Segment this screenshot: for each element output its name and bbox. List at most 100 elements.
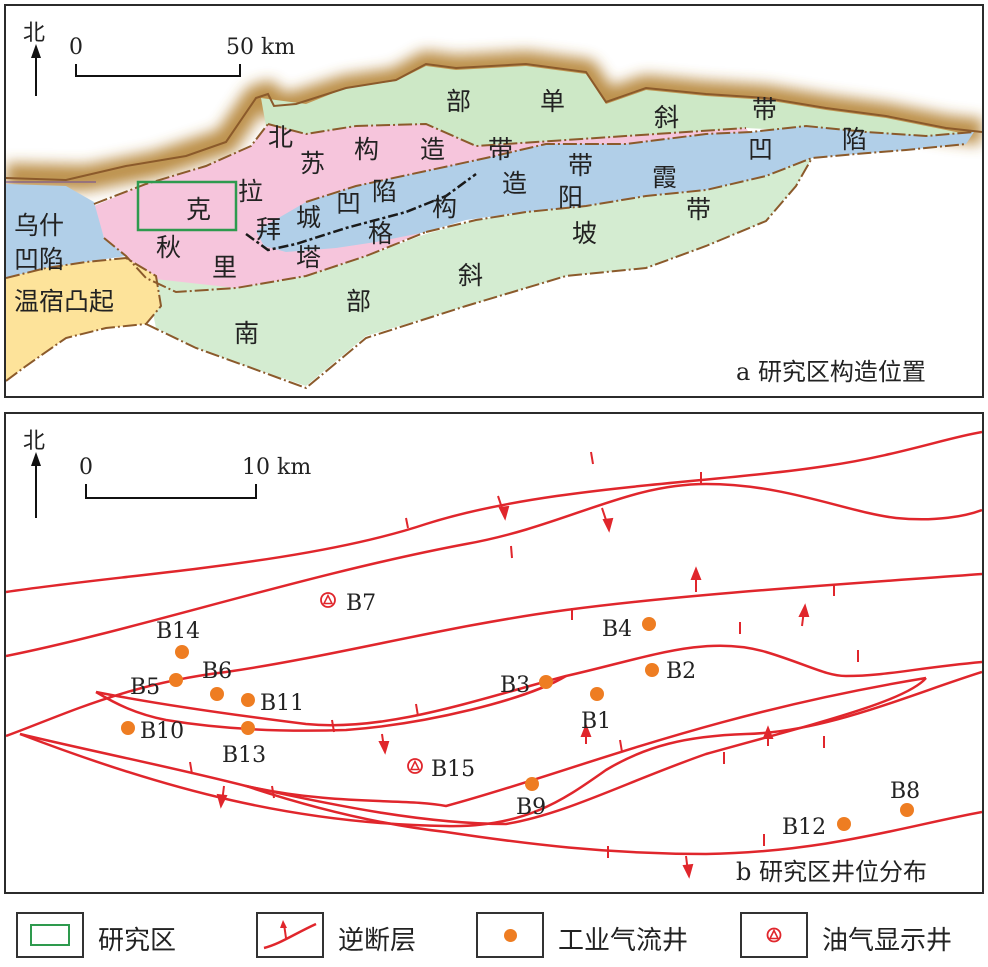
fault-5 [95,674,567,732]
boundary-lines [6,122,975,390]
fault-dip-arrows [216,495,810,879]
wushi-depression-region [6,184,126,278]
char-xian: 陷 [372,177,397,206]
gas-well-marker [590,687,604,701]
north-arrow-b: 北 [23,429,45,518]
well-label: B11 [260,691,304,716]
basin-outside-region [6,324,306,396]
char-bai: 拜 [256,215,281,244]
char-north-dai: 带 [752,95,777,124]
char-north-bu: 部 [446,87,471,116]
scale-start-label-b: 0 [79,455,93,480]
basin-margin-line [6,62,982,182]
gas-well-marker [642,617,656,631]
well-label: B9 [516,795,546,820]
char-ta: 塔 [296,243,321,272]
well-b3: B3 [500,673,553,698]
char-po: 坡 [572,219,597,248]
well-b13: B13 [222,721,266,768]
char-ao: 凹 [336,189,361,218]
char-gou: 构 [354,135,379,164]
north-label: 北 [23,21,45,46]
char-north-dan: 单 [540,87,565,116]
scale-end-label-b: 10 km [242,455,311,480]
legend-oil-show-well-swatch [740,912,808,958]
well-label: B1 [581,709,611,734]
fault-9 [245,784,982,856]
well-b8: B8 [890,779,920,817]
legend-thrust-fault-label: 逆断层 [338,926,417,956]
gas-well-marker [837,817,851,831]
well-b6: B6 [202,659,232,701]
char-gou-2: 构 [432,193,457,222]
well-label: B5 [130,675,160,700]
fault-6 [19,676,927,808]
well-label: B10 [140,719,184,744]
well-b9: B9 [516,777,546,820]
fault-8 [19,670,982,828]
char-zao: 造 [420,135,445,164]
char-ao-2: 凹 [748,135,773,164]
char-xia: 霞 [652,163,677,192]
char-xian-2: 陷 [842,125,867,154]
fault-ticks [189,451,859,858]
region-labels: 乌什 凹陷 温宿凸起 部 单 斜 带 北 苏 构 造 带 拉 克 拜 城 凹 陷… [14,87,867,348]
thrust-fault-icon [263,920,317,950]
legend-oil-show-well-label: 油气显示井 [822,926,953,956]
north-arrow: 北 [23,21,45,96]
well-label: B7 [346,591,376,616]
legend-thrust-fault-swatch [256,912,324,958]
well-b12: B12 [782,815,851,840]
gas-well-marker [539,675,553,689]
south-slope-region [146,158,812,386]
boundary-fold-south [103,231,427,294]
well-label: B2 [666,659,696,684]
gas-well-marker [645,663,659,677]
char-li: 里 [212,253,237,282]
fault-2 [6,482,982,658]
char-ge: 格 [368,219,393,248]
char-dai-1: 带 [488,135,513,164]
char-nan: 南 [234,319,259,348]
char-xie-2: 斜 [458,261,483,290]
fault-1 [6,430,982,594]
well-label: B13 [222,743,266,768]
char-dai-3: 带 [686,195,711,224]
scale-start-label: 0 [69,35,83,60]
well-b14: B14 [156,619,200,659]
gas-well-marker [241,693,255,707]
gas-well-marker [525,777,539,791]
well-label: B4 [602,617,632,642]
well-b11: B11 [241,691,304,716]
well-b1: B1 [581,687,611,734]
scale-end-label: 50 km [226,35,295,60]
char-cheng: 城 [296,203,321,232]
well-b7: B7 [320,591,376,616]
thrust-faults [6,430,982,856]
north-label-b: 北 [23,429,45,454]
panel-b-caption: b 研究区井位分布 [736,858,927,886]
study-area-swatch-icon [30,924,70,946]
boundary-fold-depression [93,123,269,205]
well-label: B3 [500,673,530,698]
well-b15: B15 [407,757,475,782]
gas-well-marker [900,803,914,817]
gas-well-marker [169,673,183,687]
oil-show-triangle [322,593,334,605]
legend-gas-well-label: 工业气流井 [558,926,689,956]
boundary-wushi-wensu [6,256,163,325]
well-label: B15 [431,757,475,782]
boundary-north-slope-fold [267,122,747,148]
char-bu-2: 部 [346,287,371,316]
well-b5: B5 [130,673,183,700]
structural-location-svg: 北 0 50 km 乌什 凹陷 温宿凸起 部 单 斜 带 北 苏 构 造 带 拉… [6,21,982,396]
label-wushi-depression: 凹陷 [14,245,64,274]
wensu-uplift-region [6,258,161,381]
char-bei: 北 [268,123,293,152]
scale-bar: 0 50 km [69,35,295,77]
boundary-wensu-edge [6,323,147,382]
well-label: B12 [782,815,826,840]
label-wensu-uplift: 温宿凸起 [14,287,114,316]
